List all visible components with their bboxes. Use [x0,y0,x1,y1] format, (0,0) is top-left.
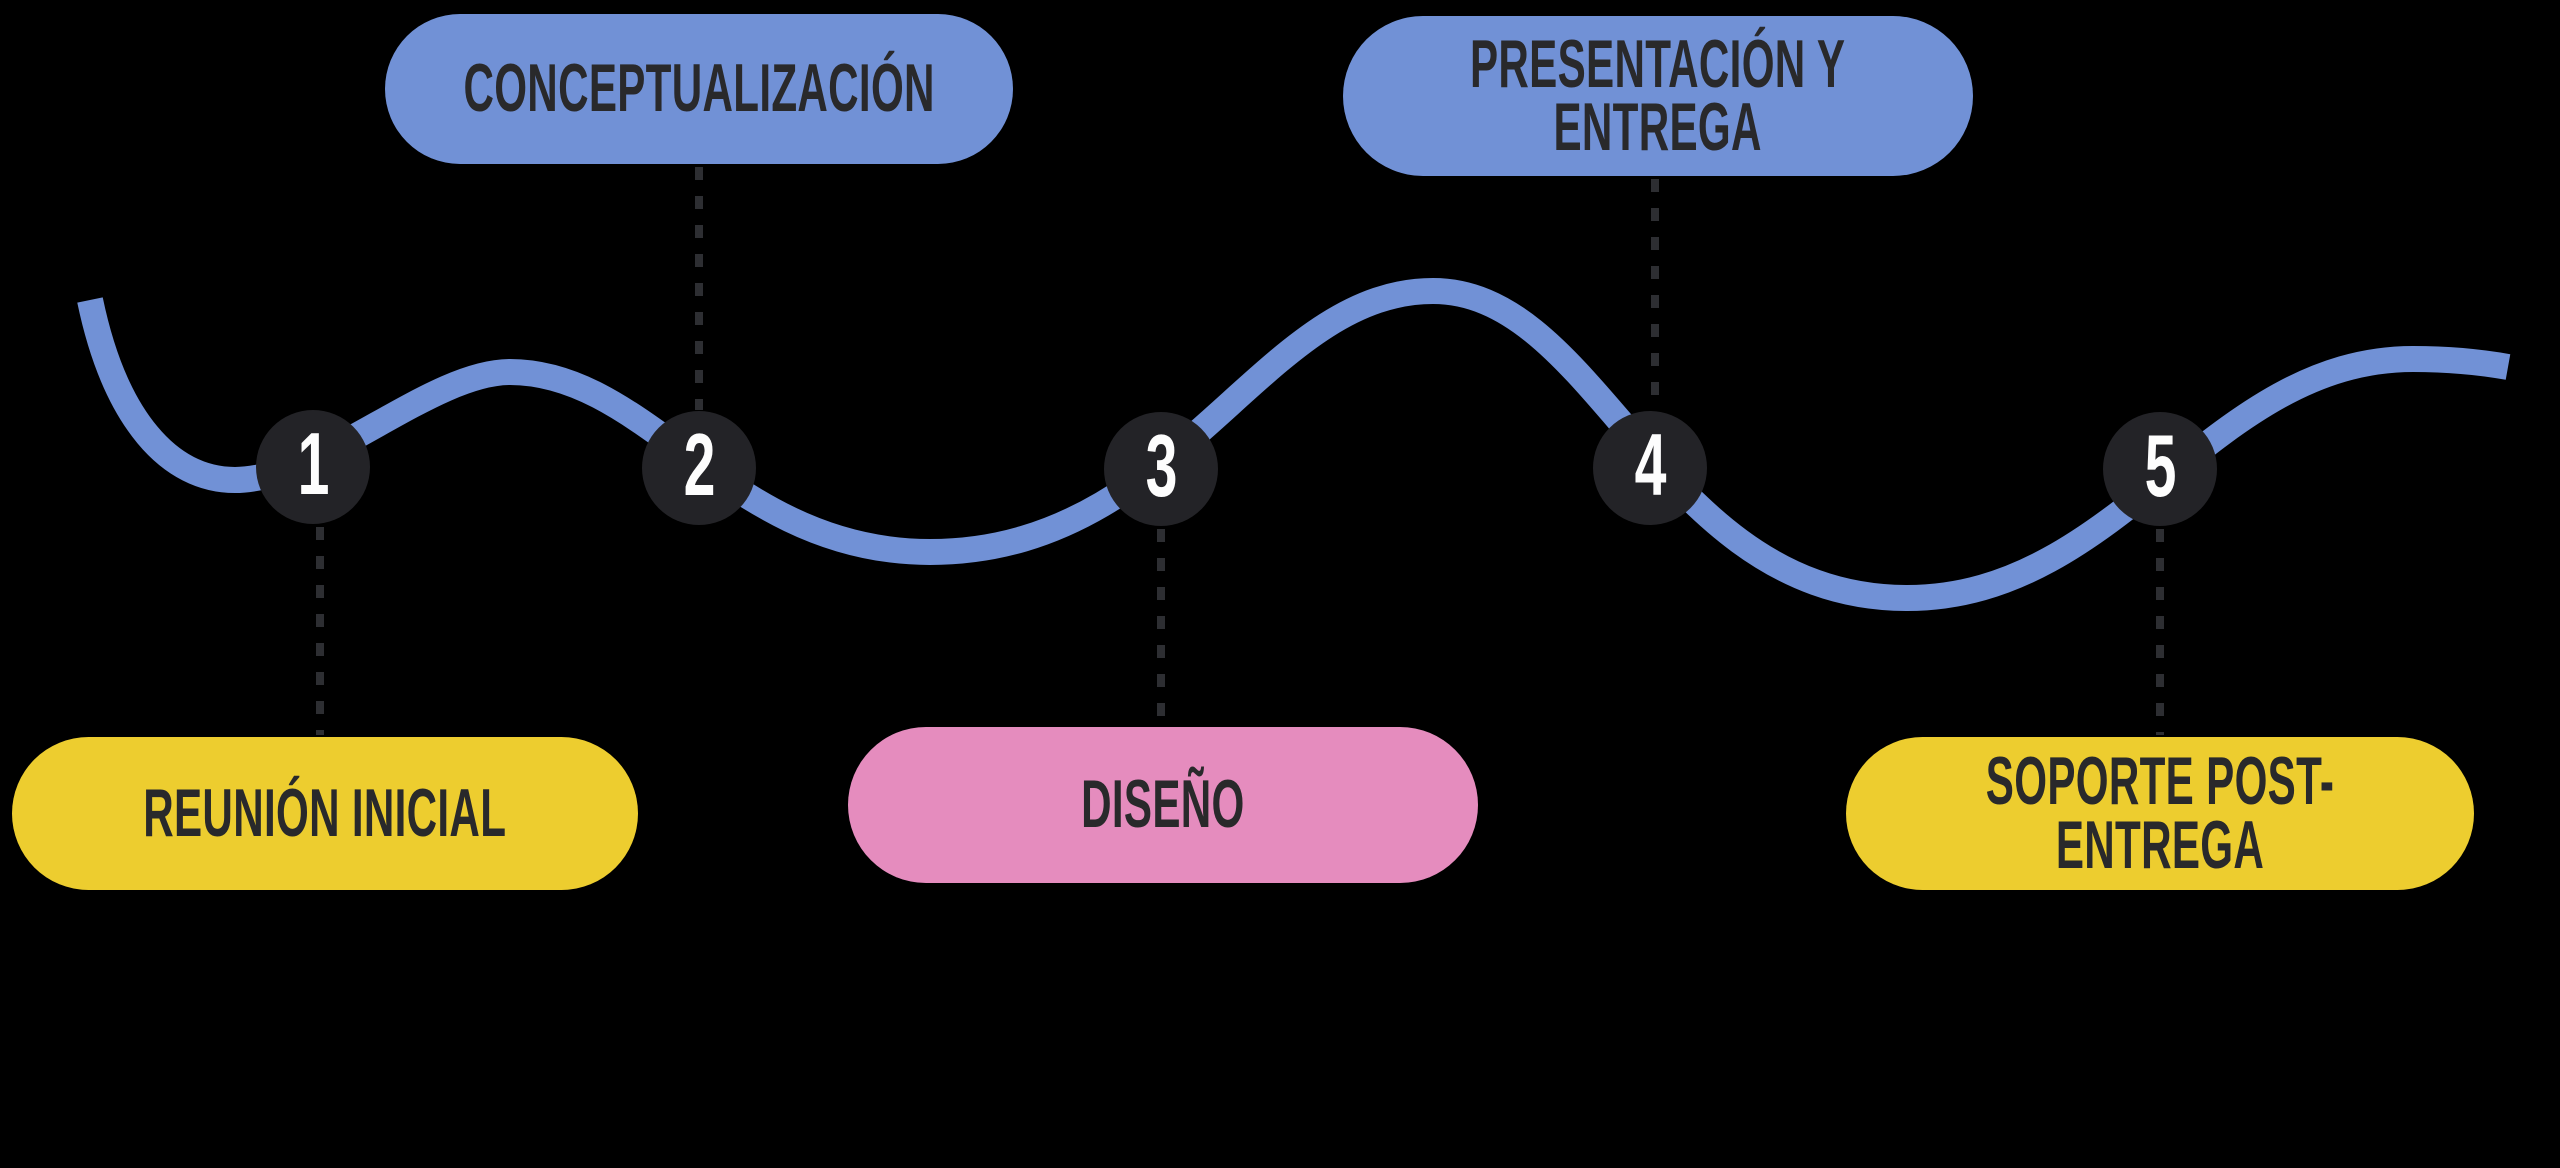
step-2-label: CONCEPTUALIZACIÓN [463,50,935,127]
step-4-circle: 4 [1593,411,1707,525]
step-3-number: 3 [1145,416,1177,515]
step-2-number: 2 [683,415,715,514]
step-4-number: 4 [1634,415,1666,514]
step-2-circle: 2 [642,411,756,525]
step-1-label-pill: REUNIÓN INICIAL [12,737,638,890]
step-3-label-pill: DISEÑO [848,727,1478,883]
step-5-label: SOPORTE POST-ENTREGA [1985,743,2335,883]
step-5-circle: 5 [2103,412,2217,526]
step-5-number: 5 [2144,416,2176,515]
step-4-label-pill: PRESENTACIÓN Y ENTREGA [1343,16,1973,176]
step-1-circle: 1 [256,410,370,524]
step-3-circle: 3 [1104,412,1218,526]
step-3-label: DISEÑO [1081,766,1245,843]
step-4-label: PRESENTACIÓN Y ENTREGA [1470,25,1846,165]
step-5-label-pill: SOPORTE POST-ENTREGA [1846,737,2474,890]
step-1-label: REUNIÓN INICIAL [143,774,507,851]
step-1-number: 1 [297,414,329,513]
step-2-label-pill: CONCEPTUALIZACIÓN [385,14,1013,164]
